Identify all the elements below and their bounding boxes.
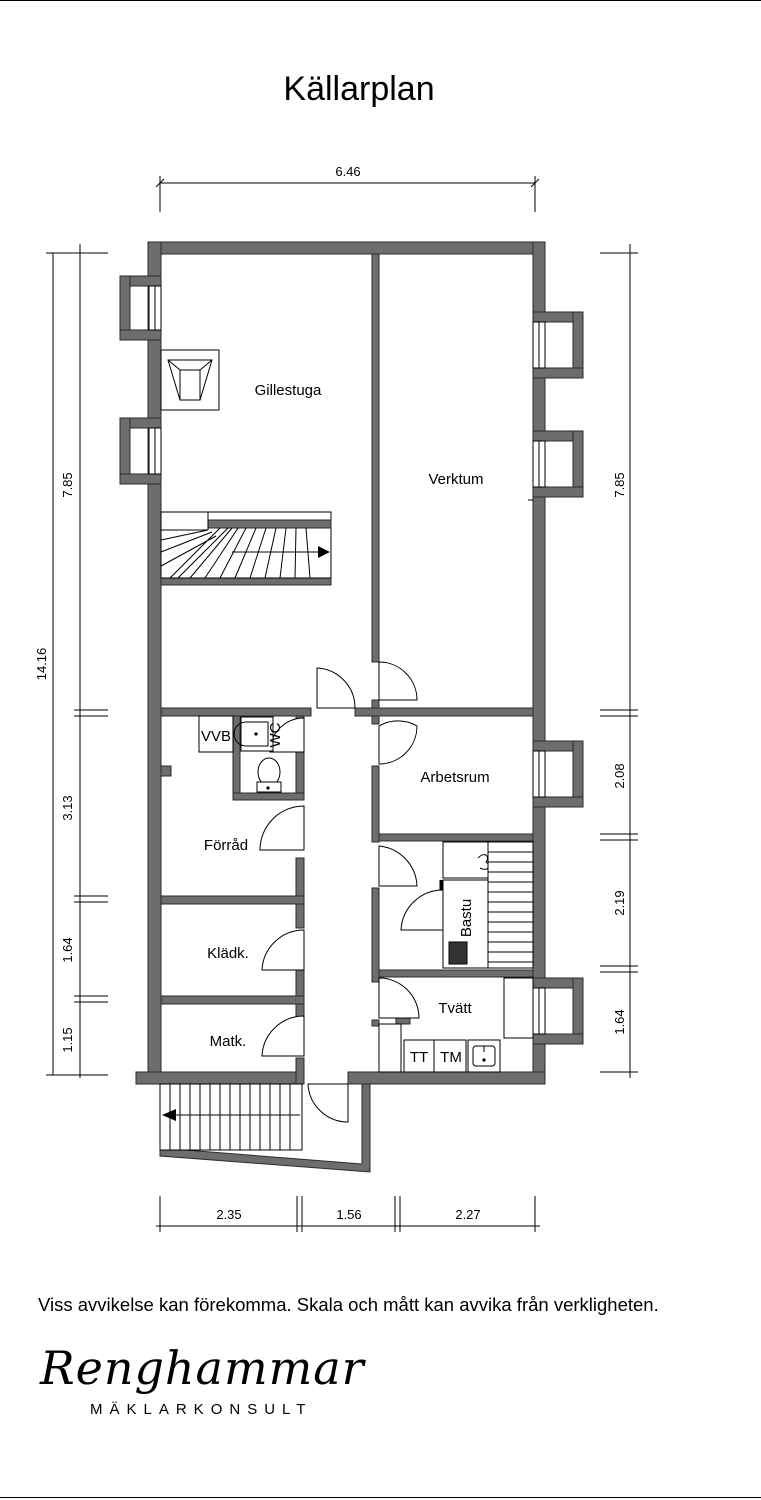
room-label-kladk: Klädk.	[207, 945, 249, 962]
room-label-gillestuga: Gillestuga	[255, 382, 322, 399]
room-label-bastu: Bastu	[458, 899, 475, 937]
company-logo: Renghammar MÄKLARKONSULT	[39, 1341, 367, 1418]
room-label-tvatt: Tvätt	[438, 1000, 472, 1017]
page-title: Källarplan	[283, 70, 435, 108]
wc-fixtures	[198, 715, 282, 793]
fixture-label-tt: TT	[410, 1049, 428, 1066]
dimension-left-kladk: 1.64	[60, 937, 75, 962]
dimension-right-tvatt: 1.64	[612, 1009, 627, 1034]
dimension-right-upper: 7.85	[612, 472, 627, 497]
bastu-fixtures	[439, 841, 534, 969]
dimension-left-matk: 1.15	[60, 1027, 75, 1052]
top-border	[0, 0, 761, 1]
dimension-left-upper: 7.85	[60, 472, 75, 497]
logo-tagline: MÄKLARKONSULT	[90, 1401, 312, 1418]
dimension-bottom-mid: 1.56	[336, 1207, 361, 1222]
fixture-label-wc: WC	[267, 722, 284, 747]
room-label-matk: Matk.	[210, 1033, 247, 1050]
dimension-left-mid: 3.13	[60, 795, 75, 820]
dimension-bottom-right: 2.27	[455, 1207, 480, 1222]
bottom-border	[0, 1497, 761, 1498]
dimension-left-total: 14.16	[34, 648, 49, 681]
disclaimer-text: Viss avvikelse kan förekomma. Skala och …	[38, 1294, 659, 1315]
doors	[259, 661, 444, 1123]
staircase-lower	[159, 1083, 371, 1173]
dimension-lines	[46, 176, 638, 1232]
staircase-upper	[160, 511, 332, 579]
room-label-verktum: Verktum	[428, 471, 483, 488]
fixture-label-tm: TM	[440, 1049, 462, 1066]
room-label-forrad: Förråd	[204, 837, 248, 854]
fireplace	[160, 349, 220, 411]
fixture-label-vvb: VVB	[201, 728, 231, 745]
room-label-arbetsrum: Arbetsrum	[420, 769, 489, 786]
dimension-bottom-left: 2.35	[216, 1207, 241, 1222]
logo-name: Renghammar	[39, 1341, 367, 1395]
dimension-right-bastu: 2.19	[612, 890, 627, 915]
tvatt-fixtures	[378, 977, 534, 1073]
dimension-right-arbetsrum: 2.08	[612, 763, 627, 788]
windows	[148, 285, 546, 1035]
floor-plan: 6.46 14.16 7.85 3.13 1.64 1.15 7.85 2.08…	[34, 164, 638, 1232]
dimension-top-width: 6.46	[335, 164, 360, 179]
